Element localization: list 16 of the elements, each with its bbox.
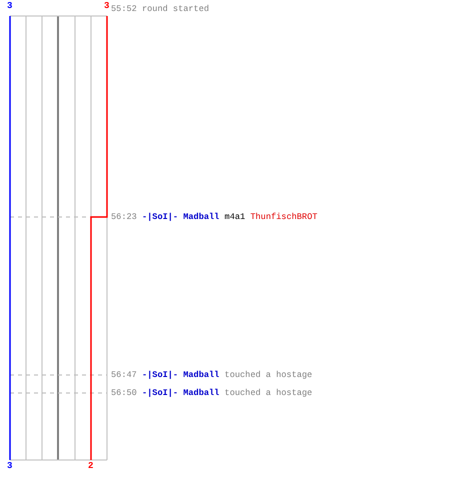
event-text: touched a hostage xyxy=(224,388,312,398)
victim-name: ThunfischBROT xyxy=(250,212,318,222)
timestamp: 56:23 xyxy=(111,212,137,222)
player-count: 2 xyxy=(88,461,94,471)
timestamp: 56:50 xyxy=(111,388,137,398)
player-name: -|SoI|- Madball xyxy=(142,212,220,222)
player-count: 3 xyxy=(7,461,12,471)
player-name: -|SoI|- Madball xyxy=(142,370,220,380)
weapon-name: m4a1 xyxy=(224,212,246,222)
timestamp: 55:52 xyxy=(111,4,137,14)
player-count: 3 xyxy=(104,1,110,11)
player-count: 3 xyxy=(7,1,12,11)
event-text: round started xyxy=(142,4,210,14)
timestamp: 56:47 xyxy=(111,370,137,380)
event-text: touched a hostage xyxy=(224,370,312,380)
player-name: -|SoI|- Madball xyxy=(142,388,220,398)
